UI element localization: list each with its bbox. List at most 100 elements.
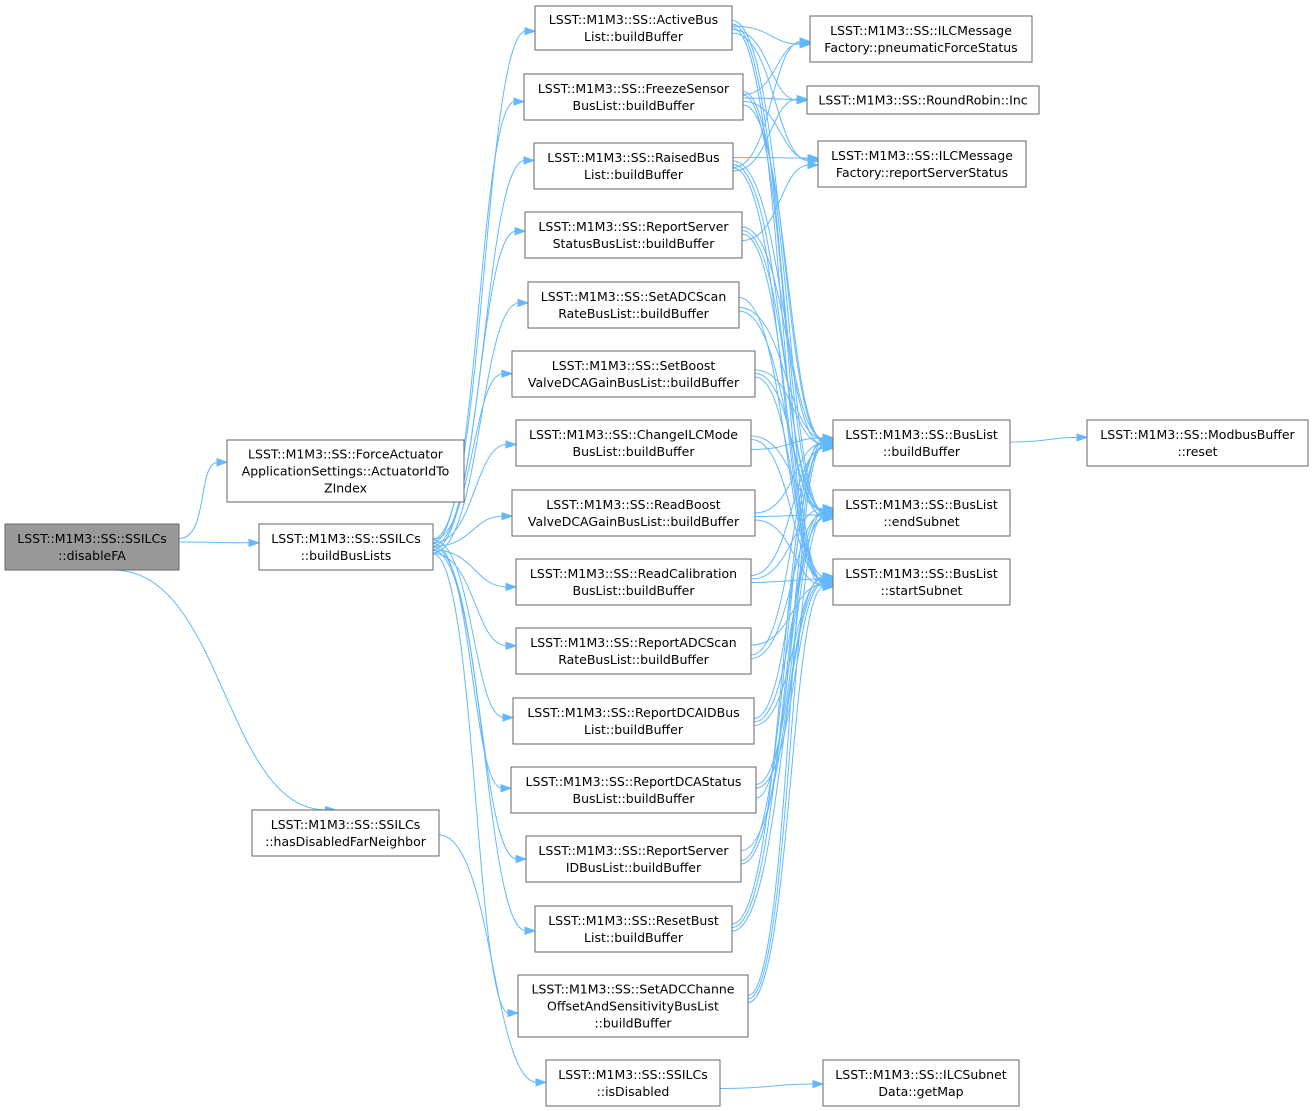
edge-line xyxy=(747,586,825,1003)
node-label-line: LSST::M1M3::SS::ILCMessage xyxy=(830,23,1012,38)
edge-buildBusLists-to-resetBust xyxy=(432,550,537,935)
edge-line xyxy=(432,302,520,554)
node-label-line: ::startSubnet xyxy=(881,583,963,598)
edge-line xyxy=(750,507,825,580)
edge-line xyxy=(750,441,825,656)
edge-setBoostValve-to-busListBuildBuffer xyxy=(754,369,835,449)
node-label-line: LSST::M1M3::SS::ActiveBus xyxy=(549,12,718,27)
node-label-line: LSST::M1M3::SS::BusList xyxy=(845,497,998,512)
node-label-line: Factory::pneumaticForceStatus xyxy=(824,40,1017,55)
edge-buildBusLists-to-setADCScanRate xyxy=(432,298,530,554)
edge-arrowhead xyxy=(513,97,526,106)
edge-line xyxy=(732,160,825,440)
node-label-line: StatusBusList::buildBuffer xyxy=(553,236,716,251)
edge-line xyxy=(438,834,538,1083)
node-label-line: LSST::M1M3::SS::ForceActuator xyxy=(248,447,444,462)
node-label-line: BusList::buildBuffer xyxy=(573,444,696,459)
node-label-line: LSST::M1M3::SS::ResetBust xyxy=(548,913,719,928)
edge-line xyxy=(432,550,527,932)
node-label-line: LSST::M1M3::SS::SSILCs xyxy=(558,1067,707,1082)
edge-line xyxy=(432,553,510,1014)
node-label-line: Data::getMap xyxy=(878,1084,963,1099)
node-actuatorIdToZIndex[interactable]: LSST::M1M3::SS::ForceActuatorApplication… xyxy=(226,439,465,503)
node-readCalibration[interactable]: LSST::M1M3::SS::ReadCalibrationBusList::… xyxy=(515,558,752,606)
node-reportServerStatus[interactable]: LSST::M1M3::SS::ReportServerStatusBusLis… xyxy=(524,211,743,259)
node-box xyxy=(515,558,752,606)
edge-line xyxy=(732,40,802,168)
edge-line xyxy=(731,27,825,585)
node-label-line: LSST::M1M3::SS::RoundRobin::Inc xyxy=(818,93,1027,108)
node-label-line: ApplicationSettings::ActuatorIdTo xyxy=(242,464,450,479)
node-label-line: LSST::M1M3::SS::SSILCs xyxy=(17,531,166,546)
node-reportServerID[interactable]: LSST::M1M3::SS::ReportServerIDBusList::b… xyxy=(525,835,742,883)
edge-line xyxy=(741,233,825,577)
node-roundRobinInc[interactable]: LSST::M1M3::SS::RoundRobin::Inc xyxy=(806,85,1040,115)
edge-line xyxy=(432,373,504,540)
edge-line xyxy=(750,439,825,581)
edge-buildBusLists-to-reportDCAID xyxy=(432,539,515,722)
node-label-line: LSST::M1M3::SS::SSILCs xyxy=(271,531,420,546)
node-buildBusLists[interactable]: LSST::M1M3::SS::SSILCs::buildBusLists xyxy=(258,523,434,571)
edge-line xyxy=(742,91,825,513)
node-label-line: LSST::M1M3::SS::ILCMessage xyxy=(831,148,1013,163)
node-box xyxy=(1086,419,1309,467)
edge-arrowhead xyxy=(505,582,518,592)
node-box xyxy=(832,419,1011,467)
node-busListBuildBuffer[interactable]: LSST::M1M3::SS::BusList::buildBuffer xyxy=(832,419,1011,467)
node-label-line: LSST::M1M3::SS::ModbusBuffer xyxy=(1100,427,1295,442)
node-changeILCMode[interactable]: LSST::M1M3::SS::ChangeILCModeBusList::bu… xyxy=(515,419,752,467)
node-readBoostValve[interactable]: LSST::M1M3::SS::ReadBoostValveDCAGainBus… xyxy=(511,489,756,537)
edge-arrowhead xyxy=(515,854,528,864)
node-isDisabled[interactable]: LSST::M1M3::SS::SSILCs::isDisabled xyxy=(545,1059,721,1107)
node-label-line: ::buildBusLists xyxy=(301,548,392,563)
edge-buildBusLists-to-freezeSensor xyxy=(432,97,526,543)
node-disableFA[interactable]: LSST::M1M3::SS::SSILCs::disableFA xyxy=(4,523,180,571)
edge-arrowhead xyxy=(822,571,835,581)
node-reportDCAStatus[interactable]: LSST::M1M3::SS::ReportDCAStatusBusList::… xyxy=(510,766,757,814)
node-endSubnet[interactable]: LSST::M1M3::SS::BusList::endSubnet xyxy=(832,489,1011,537)
node-setADCChannel[interactable]: LSST::M1M3::SS::SetADCChanneOffsetAndSen… xyxy=(517,974,749,1038)
edge-reportServerStatus-to-reportServerStatusMsg xyxy=(741,160,820,241)
edge-line xyxy=(731,438,825,925)
node-setADCScanRate[interactable]: LSST::M1M3::SS::SetADCScanRateBusList::b… xyxy=(527,281,740,329)
node-hasDisabledFarNeighbor[interactable]: LSST::M1M3::SS::SSILCs::hasDisabledFarNe… xyxy=(251,809,440,857)
node-resetBust[interactable]: LSST::M1M3::SS::ResetBustList::buildBuff… xyxy=(534,905,733,953)
node-setBoostValve[interactable]: LSST::M1M3::SS::SetBoostValveDCAGainBusL… xyxy=(511,350,756,398)
edge-line xyxy=(178,461,219,539)
node-label-line: List::buildBuffer xyxy=(584,722,684,737)
node-label-line: OffsetAndSensitivityBusList xyxy=(547,999,719,1014)
node-label-line: LSST::M1M3::SS::RaisedBus xyxy=(547,150,719,165)
edge-arrowhead xyxy=(822,582,835,591)
edge-line xyxy=(731,23,825,514)
node-startSubnet[interactable]: LSST::M1M3::SS::BusList::startSubnet xyxy=(832,558,1011,606)
node-modbusReset[interactable]: LSST::M1M3::SS::ModbusBuffer::reset xyxy=(1086,419,1309,467)
node-label-line: ValveDCAGainBusList::buildBuffer xyxy=(528,514,740,529)
edge-arrowhead xyxy=(505,440,518,449)
edge-line xyxy=(750,447,825,576)
node-box xyxy=(510,766,757,814)
node-reportDCAID[interactable]: LSST::M1M3::SS::ReportDCAIDBusList::buil… xyxy=(512,697,755,745)
node-box xyxy=(832,558,1011,606)
edge-line xyxy=(750,583,825,646)
edge-arrowhead xyxy=(812,1079,825,1089)
node-label-line: LSST::M1M3::SS::ReportDCAStatus xyxy=(526,774,742,789)
node-activeBus[interactable]: LSST::M1M3::SS::ActiveBusList::buildBuff… xyxy=(534,5,733,51)
edge-line xyxy=(731,580,825,932)
node-reportServerStatusMsg[interactable]: LSST::M1M3::SS::ILCMessageFactory::repor… xyxy=(817,140,1027,188)
node-box xyxy=(534,5,733,51)
edge-arrowhead xyxy=(216,458,229,467)
edge-line xyxy=(755,582,825,789)
edge-line xyxy=(741,226,825,447)
node-label-line: List::buildBuffer xyxy=(584,29,684,44)
node-pneumaticForceStatus[interactable]: LSST::M1M3::SS::ILCMessageFactory::pneum… xyxy=(809,15,1033,63)
edge-arrowhead xyxy=(501,369,514,378)
node-label-line: ::reset xyxy=(1177,444,1217,459)
node-box xyxy=(525,835,742,883)
node-freezeSensor[interactable]: LSST::M1M3::SS::FreezeSensorBusList::bui… xyxy=(523,73,744,121)
node-label-line: LSST::M1M3::SS::ReportDCAIDBus xyxy=(527,705,739,720)
node-reportADCScanRate[interactable]: LSST::M1M3::SS::ReportADCScanRateBusList… xyxy=(515,627,752,675)
node-raisedBus[interactable]: LSST::M1M3::SS::RaisedBusList::buildBuff… xyxy=(533,142,734,190)
node-box xyxy=(517,974,749,1038)
